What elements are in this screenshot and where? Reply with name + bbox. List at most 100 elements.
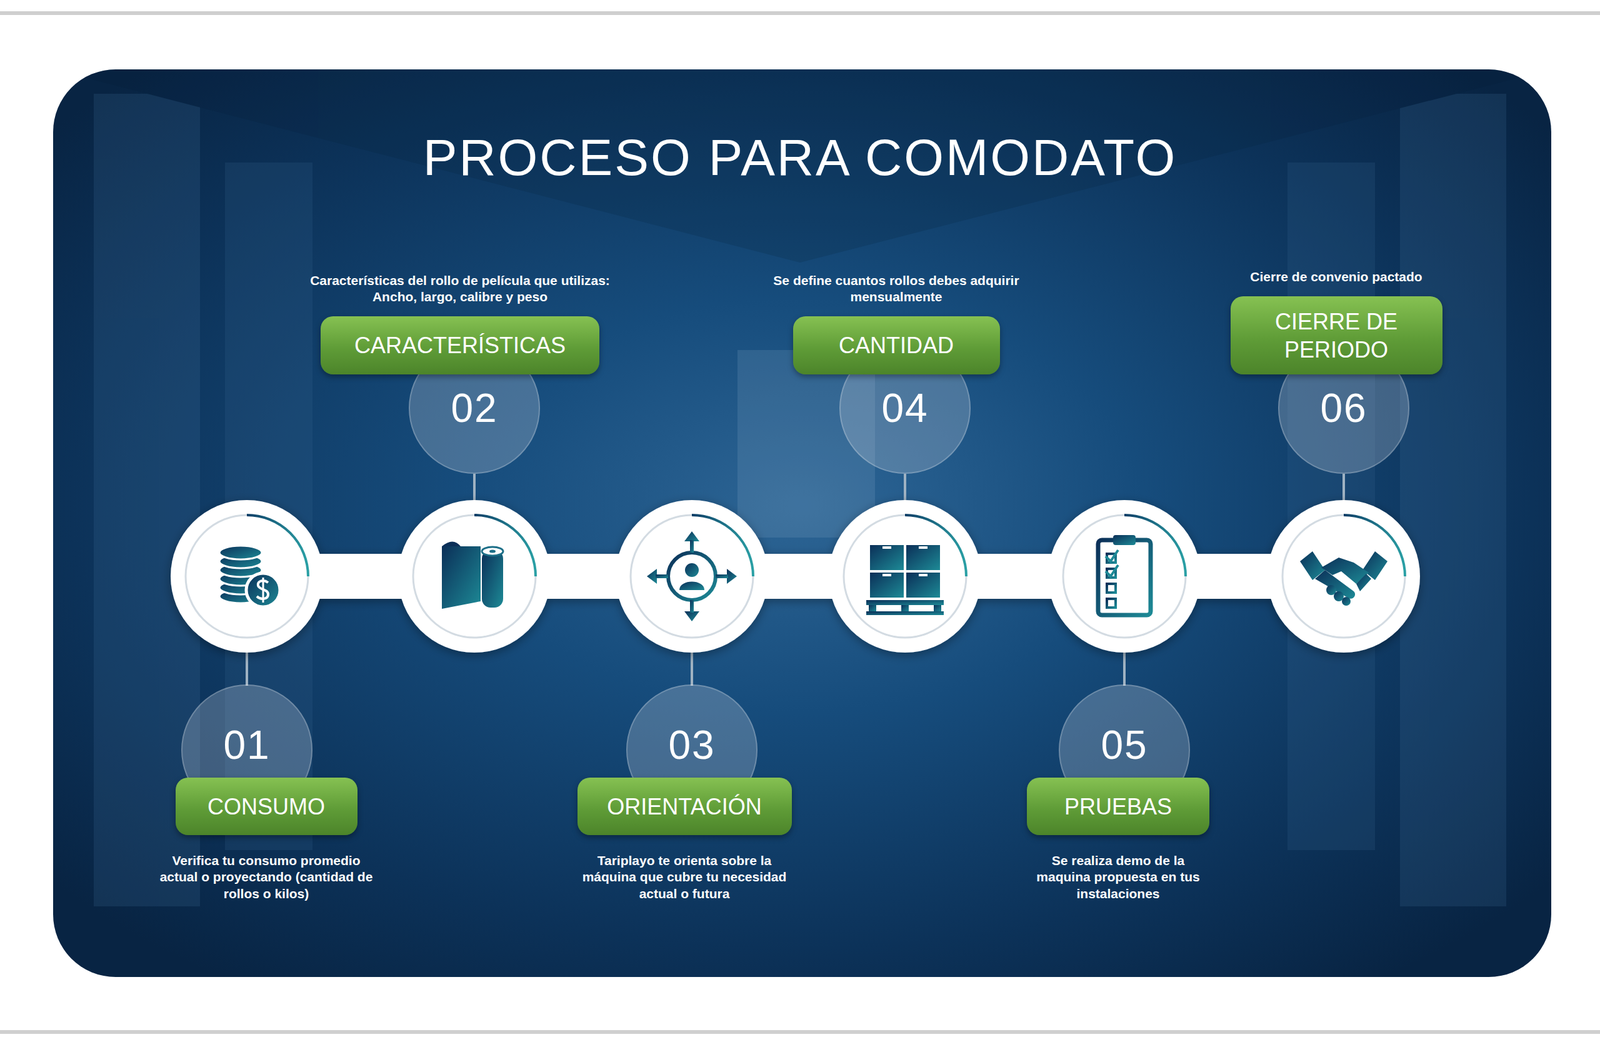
film-roll-icon-part	[481, 546, 504, 556]
leader-lines-part	[690, 652, 694, 686]
icon-rings-part	[413, 515, 536, 638]
pallet-icon-part-part	[918, 573, 928, 577]
ring-arcs-part	[691, 515, 754, 577]
clipboard-icon	[1098, 535, 1151, 615]
icon-rings-part	[843, 515, 967, 638]
step-label-box: CARACTERÍSTICASCaracterísticas del rollo…	[320, 316, 600, 375]
orientation-icon-part	[685, 563, 699, 577]
step-number: 06	[1320, 385, 1367, 432]
leader-lines-part	[245, 652, 249, 686]
step-label-box: CONSUMOVerifica tu consumo promedio actu…	[175, 777, 358, 835]
pallet-icon-part	[906, 572, 940, 598]
clipboard-icon-part-part	[1120, 556, 1142, 560]
step-number: 04	[881, 385, 929, 432]
coins-icon	[219, 545, 280, 607]
step-description: Tariplayo te orienta sobre la máquina qu…	[581, 852, 788, 902]
pallet-icon-part	[866, 611, 944, 615]
step-number: 03	[668, 721, 715, 769]
step-description: Verifica tu consumo promedio actual o pr…	[156, 852, 376, 902]
pallet-icon	[866, 545, 944, 615]
step-description: Se define cuantos rollos debes adquirir …	[771, 272, 1022, 306]
step-description: Cierre de convenio pactado	[1217, 268, 1455, 285]
leader-lines-part	[1342, 473, 1345, 500]
coins-icon-part	[246, 573, 280, 607]
chain-part	[398, 500, 551, 653]
orientation-icon-part	[655, 574, 669, 579]
step-label-box: CANTIDADSe define cuantos rollos debes a…	[793, 316, 1000, 375]
orientation-icon-part	[684, 611, 700, 622]
pallet-icon-part	[870, 572, 904, 598]
handshake-icon-part	[1341, 596, 1351, 606]
pallet-icon-part-part	[882, 573, 892, 577]
bottom-rule	[0, 1030, 1600, 1034]
step-heading: CANTIDAD	[838, 331, 954, 360]
chain-part	[1267, 500, 1420, 653]
step-number: 02	[450, 385, 498, 432]
clipboard-icon-part-part	[1106, 598, 1116, 608]
orientation-icon-part	[715, 574, 729, 579]
chain-part	[615, 500, 769, 653]
ring-arcs	[246, 515, 1405, 577]
ring-arcs-part	[905, 515, 967, 577]
step-number: 01	[223, 721, 270, 769]
step-label-box: ORIENTACIÓNTariplayo te orienta sobre la…	[577, 777, 792, 835]
orientation-icon-part	[646, 568, 657, 584]
orientation-icon-part	[726, 568, 737, 584]
clipboard-icon-part	[1113, 535, 1136, 545]
warehouse-backdrop	[53, 69, 1552, 907]
handshake-icon	[1300, 551, 1388, 606]
clipboard-icon-part-part	[1120, 586, 1142, 590]
panel	[53, 69, 1552, 977]
pallet-icon-part	[866, 600, 944, 605]
top-rule	[0, 11, 1600, 15]
step-heading: ORIENTACIÓN	[606, 792, 762, 821]
clipboard-icon-part-part	[1106, 583, 1116, 593]
orientation-icon	[646, 531, 737, 622]
film-roll-icon-part	[441, 541, 461, 547]
chain	[170, 500, 1420, 653]
leader-lines-part	[903, 473, 907, 500]
icon-rings-part	[1063, 515, 1186, 638]
chain-part	[828, 500, 982, 653]
clipboard-icon-part-part	[1105, 565, 1119, 577]
orientation-icon-part	[684, 531, 700, 542]
leader-lines-part	[1123, 652, 1126, 686]
icon-rings-part	[630, 515, 754, 638]
clipboard-icon-part-part	[1105, 550, 1119, 562]
clipboard-icon-part	[1106, 553, 1142, 608]
step-description: Se realiza demo de la maquina propuesta …	[1033, 852, 1203, 902]
diagram-title: PROCESO PARA COMODATO	[0, 128, 1600, 187]
chain-part	[1048, 500, 1201, 653]
step-label-box: CIERRE DE PERIODOCierre de convenio pact…	[1230, 296, 1443, 375]
chain-part	[170, 500, 324, 653]
clipboard-icon-part-part	[1120, 601, 1142, 605]
icon-rings-part	[1282, 515, 1405, 638]
step-label-box: PRUEBASSe realiza demo de la maquina pro…	[1026, 777, 1210, 835]
film-roll-icon-part	[489, 550, 496, 554]
ring-arcs-part	[1124, 515, 1186, 577]
handshake-icon-part	[1356, 573, 1372, 592]
step-heading: PRUEBAS	[1064, 792, 1172, 821]
step-number: 05	[1100, 721, 1148, 769]
pallet-icon-part	[870, 545, 904, 570]
pallet-icon-part	[906, 545, 940, 570]
film-roll-icon-part	[441, 546, 481, 609]
icon-rings-part	[185, 515, 309, 638]
orientation-icon-part	[690, 540, 694, 553]
orientation-icon-part	[679, 581, 705, 591]
icon-rings	[185, 515, 1405, 638]
orientation-icon-part	[690, 600, 694, 613]
pallet-icon-part-part	[882, 546, 892, 549]
coins-icon-part	[262, 577, 265, 603]
step-description: Características del rollo de película qu…	[310, 272, 610, 306]
leader-lines	[246, 473, 1344, 686]
step-heading: CARACTERÍSTICAS	[354, 331, 566, 360]
leader-lines-part	[473, 473, 476, 500]
pallet-icon-part	[868, 605, 877, 612]
coins-icon-part	[219, 545, 262, 560]
pallet-icon-part	[882, 546, 928, 577]
warehouse-backdrop-part	[1400, 93, 1507, 907]
pallet-icon-part	[901, 605, 909, 612]
clipboard-icon-part	[1105, 550, 1119, 577]
